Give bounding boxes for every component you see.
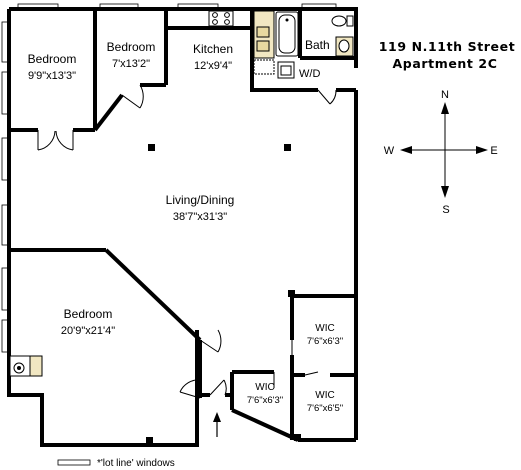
room-wic-lower-left-dims: 7'6"x6'3" [247,395,283,406]
toilet-icon [331,15,347,27]
entry-arrow [213,412,221,437]
compass-east-label: E [490,145,497,157]
legend-text: *'lot line' windows [97,458,175,469]
walls [7,7,358,447]
south-arrow-icon [441,186,449,198]
doors [37,84,337,399]
columns [146,144,301,445]
room-wic-upper-name: WIC [315,323,334,334]
room-wd-name: W/D [299,68,320,80]
room-bedroom-n-dims: 7'x13'2" [112,58,150,70]
stove-icon [208,10,234,27]
room-bedroom-n-name: Bedroom [107,40,156,54]
room-labels: Bedroom 9'9"x13'3" Bedroom 7'x13'2" Kitc… [28,38,343,414]
room-bedroom-nw-dims: 9'9"x13'3" [28,70,76,82]
sink-icon [256,26,270,38]
fixtures [9,10,354,377]
title-line2: Apartment 2C [393,56,498,71]
room-living-dims: 38'7"x31'3" [173,211,227,223]
compass-south-label: S [442,204,449,216]
room-living-name: Living/Dining [166,193,235,207]
compass-west-label: W [384,145,395,157]
room-wic-upper-dims: 7'6"x6'3" [307,336,343,347]
compass-rose: N S E W [384,89,498,216]
legend-window-swatch [57,459,91,466]
west-arrow-icon [400,146,412,154]
room-kitchen-name: Kitchen [193,42,233,56]
room-wic-lower-right-dims: 7'6"x6'5" [307,403,343,414]
room-bedroom-s-name: Bedroom [64,307,113,321]
room-kitchen-dims: 12'x9'4" [194,60,232,72]
room-bedroom-nw-name: Bedroom [28,52,77,66]
title-line1: 119 N.11th Street [379,39,516,54]
compass-north-label: N [441,89,449,101]
address-title: 119 N.11th Street Apartment 2C [379,39,516,71]
north-arrow-icon [441,102,449,114]
east-arrow-icon [476,146,488,154]
room-wic-lower-right-name: WIC [315,390,334,401]
room-bath-name: Bath [305,38,330,52]
room-wic-lower-left-name: WIC [255,382,274,393]
room-bedroom-s-dims: 20'9"x21'4" [61,325,115,337]
